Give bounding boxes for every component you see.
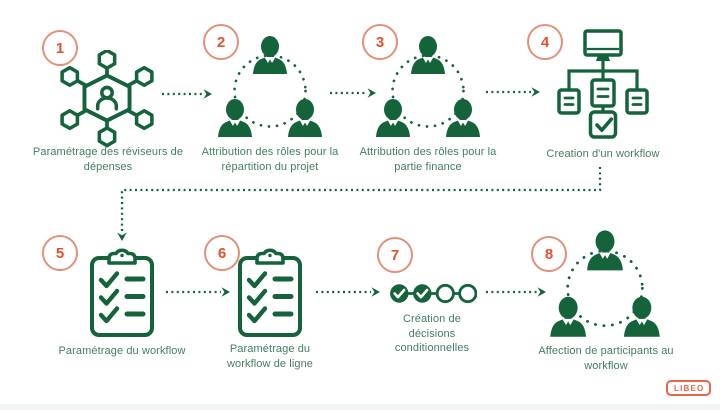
- bottom-edge: [0, 404, 720, 410]
- step-7-label: Création de décisions conditionnelles: [394, 313, 470, 355]
- step-5-number-badge: 5: [42, 235, 78, 271]
- team-circle-icon: [376, 28, 480, 142]
- checklist-clipboard-icon: [236, 245, 304, 339]
- step-5-label: Paramétrage du workflow: [58, 345, 186, 357]
- step-3-number-badge: 3: [362, 24, 398, 60]
- arrowhead-icon: [367, 88, 376, 98]
- step-2-label: Attribution des rôles pour la répartitio…: [201, 146, 339, 173]
- checklist-clipboard-icon: [88, 245, 156, 339]
- user-network-hub-icon: [58, 50, 156, 148]
- arrowhead-icon: [117, 232, 127, 241]
- arrowhead-icon: [371, 287, 380, 297]
- step-3-label: Attribution des rôles pour la partie fin…: [359, 146, 497, 173]
- conditional-decisions-icon: [387, 280, 477, 307]
- step-2-number-badge: 2: [203, 24, 239, 60]
- arrowhead-icon: [537, 287, 546, 297]
- arrowhead-icon: [531, 87, 540, 97]
- step-8-number-badge: 8: [531, 236, 567, 272]
- step-4-label: Creation d'un workflow: [546, 148, 660, 160]
- arrowhead-icon: [203, 89, 212, 99]
- step-8-label: Affection de participants au workflow: [538, 345, 674, 372]
- step-1-label: Paramétrage des réviseurs de dépenses: [32, 146, 184, 173]
- step-7-number-badge: 7: [377, 237, 413, 273]
- arrowhead-icon: [221, 287, 230, 297]
- step-1-number-badge: 1: [42, 30, 78, 66]
- libeo-badge: LIBEO: [666, 380, 712, 396]
- step-6-label: Paramétrage du workflow de ligne: [226, 343, 314, 370]
- workflow-tree-icon: [557, 28, 649, 140]
- team-circle-icon: [218, 28, 322, 142]
- team-circle-icon: [550, 222, 660, 342]
- step-4-number-badge: 4: [527, 24, 563, 60]
- step-6-number-badge: 6: [204, 235, 240, 271]
- arrow-step4-step5: [120, 167, 602, 232]
